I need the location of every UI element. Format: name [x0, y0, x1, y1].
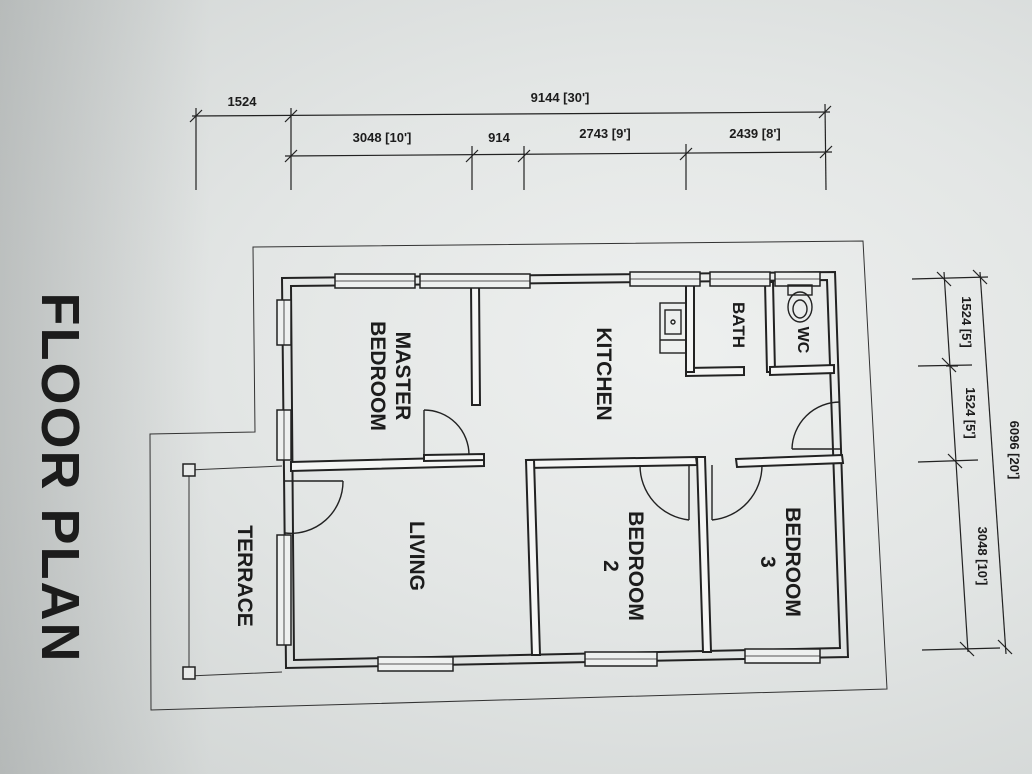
interior-walls: [290, 281, 845, 656]
dim-top-seg-4: 2439 [8']: [729, 126, 781, 141]
dim-side-seg-1: 1524 [5']: [959, 296, 974, 348]
room-label-bedroom-2-line2: 2: [599, 560, 622, 572]
terrace-outline: [182, 463, 283, 680]
dim-top-seg-3: 2743 [9']: [579, 126, 631, 141]
room-label-wc: WC: [794, 327, 811, 354]
dim-side-seg-2: 1524 [5']: [963, 387, 978, 439]
dim-side-overall: 6096 [20']: [1007, 421, 1022, 480]
terrace-column: [182, 463, 196, 477]
side-dimension-text: 1524 [5'] 1524 [5'] 3048 [10'] 6096 [20'…: [959, 296, 1022, 585]
side-dimension-lines: [911, 269, 1013, 657]
room-labels: MASTER BEDROOM KITCHEN BATH WC LIVING TE…: [233, 302, 811, 627]
doors: [284, 401, 841, 535]
room-label-bath: BATH: [729, 302, 748, 348]
site-boundary: [149, 240, 888, 711]
room-label-bedroom-3-line1: BEDROOM: [781, 507, 804, 617]
wc-toilet-icon: [787, 284, 813, 323]
window-glazing: [283, 278, 820, 665]
dim-top-offset: 1524: [228, 94, 258, 109]
room-label-terrace: TERRACE: [233, 525, 256, 627]
room-label-master-bedroom-line2: BEDROOM: [366, 321, 389, 431]
dim-side-seg-3: 3048 [10']: [975, 527, 990, 586]
room-label-living: LIVING: [405, 521, 428, 591]
room-label-bedroom-3-line2: 3: [756, 556, 779, 568]
plan-title: FLOOR PLAN: [30, 293, 90, 664]
dim-top-seg-2: 914: [488, 130, 510, 145]
kitchen-sink: [659, 302, 687, 354]
room-label-kitchen: KITCHEN: [592, 327, 615, 420]
room-label-bedroom-2-line1: BEDROOM: [624, 511, 647, 621]
terrace-column: [182, 666, 196, 680]
top-dimension-lines: [189, 103, 833, 191]
dim-top-overall: 9144 [30']: [531, 90, 590, 105]
top-dimension-text: 1524 9144 [30'] 3048 [10'] 914 2743 [9']…: [228, 90, 781, 145]
dim-top-seg-1: 3048 [10']: [353, 130, 412, 145]
room-label-master-bedroom-line1: MASTER: [391, 332, 414, 421]
